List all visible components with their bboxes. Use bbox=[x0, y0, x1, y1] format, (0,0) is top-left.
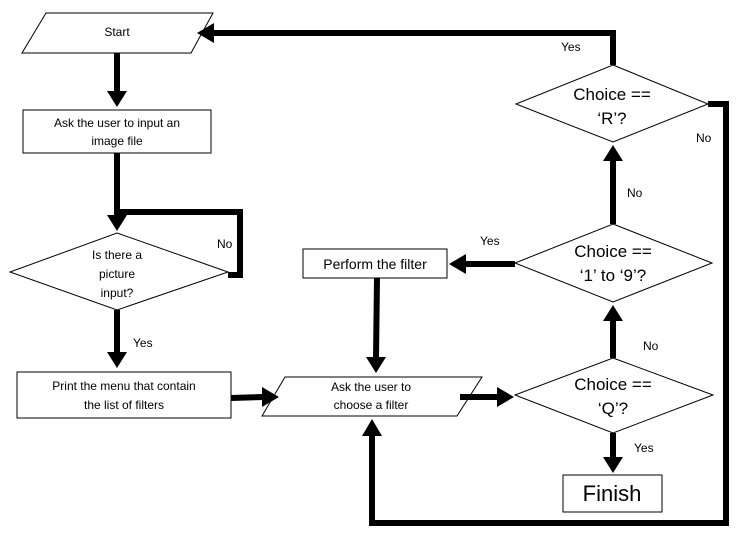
arrowhead-print-menu-to-ask-filter bbox=[262, 387, 279, 407]
arrow-is-picture-no-loop bbox=[117, 209, 243, 278]
choice-19-diamond bbox=[513, 223, 714, 303]
arrowhead-choice-19-to-perform bbox=[449, 254, 466, 274]
edge-label-q-yes: Yes bbox=[634, 441, 654, 455]
ask-image-label-2: image file bbox=[91, 134, 143, 148]
arrowhead-perform-to-ask-filter bbox=[366, 357, 386, 373]
start-parallelogram bbox=[21, 12, 214, 54]
arrowhead-choice-r-no-loop bbox=[362, 419, 382, 436]
arrowhead-choice-q-to-choice-19 bbox=[603, 305, 623, 321]
arrow-print-menu-to-ask-filter bbox=[230, 394, 265, 401]
edge-label-picture-yes: Yes bbox=[133, 336, 153, 350]
is-picture-label-2: picture bbox=[99, 267, 135, 281]
print-menu-label-1: Print the menu that contain bbox=[52, 379, 195, 393]
perform-filter-label: Perform the filter bbox=[323, 256, 427, 272]
is-picture-label-3: input? bbox=[101, 286, 134, 300]
choice-r-diamond bbox=[514, 64, 710, 143]
ask-filter-parallelogram bbox=[261, 376, 483, 417]
ask-filter-label-1: Ask the user to bbox=[331, 380, 411, 394]
choice-r-label-2: ‘R’? bbox=[597, 109, 626, 128]
choice-q-diamond bbox=[513, 357, 715, 434]
arrowhead-choice-19-to-choice-r bbox=[603, 145, 623, 161]
choice-19-label-2: ‘1’ to ‘9’? bbox=[580, 266, 646, 285]
ask-image-label-1: Ask the user to input an bbox=[54, 116, 180, 130]
start-label: Start bbox=[104, 25, 130, 39]
arrowhead-choice-r-to-start bbox=[197, 23, 214, 43]
edge-label-picture-no: No bbox=[217, 237, 233, 251]
edge-label-q-no: No bbox=[643, 339, 659, 353]
ask-image-box bbox=[22, 109, 212, 154]
finish-box bbox=[562, 474, 663, 513]
arrowhead-choice-q-to-finish bbox=[603, 457, 623, 473]
arrowhead-ask-filter-to-choice-q bbox=[497, 387, 514, 407]
edge-label-r-yes: Yes bbox=[561, 40, 581, 54]
arrow-choice-r-no-loop bbox=[369, 101, 729, 526]
edge-label-19-no: No bbox=[627, 186, 643, 200]
choice-q-label-2: ‘Q’? bbox=[598, 399, 628, 418]
arrow-choice-r-to-start bbox=[212, 30, 616, 65]
is-picture-label-1: Is there a bbox=[92, 248, 142, 262]
choice-r-label-1: Choice == bbox=[573, 85, 651, 104]
arrowhead-start-to-ask-image bbox=[107, 91, 127, 107]
arrow-perform-to-ask-filter bbox=[373, 277, 380, 359]
print-menu-label-2: the list of filters bbox=[84, 398, 164, 412]
edge-label-19-yes: Yes bbox=[480, 234, 500, 248]
edge-label-r-no: No bbox=[696, 131, 712, 145]
choice-q-label-1: Choice == bbox=[574, 375, 652, 394]
arrowhead-ask-image-to-is-picture bbox=[107, 215, 127, 231]
arrowhead-is-picture-to-print-menu bbox=[107, 352, 127, 368]
ask-filter-label-2: choose a filter bbox=[334, 398, 409, 412]
choice-19-label-1: Choice == bbox=[574, 242, 652, 261]
finish-label: Finish bbox=[583, 481, 642, 506]
